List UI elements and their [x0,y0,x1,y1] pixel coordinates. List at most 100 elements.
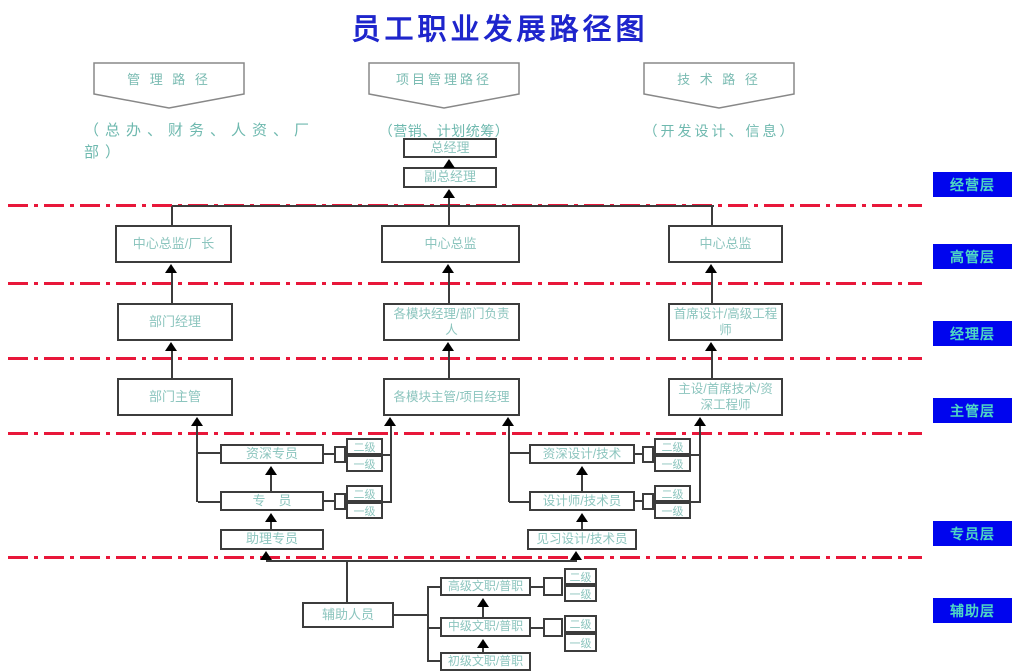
banner-project-management-path: 项目管理路径 [368,62,520,110]
connector-line [509,501,529,503]
banner-label: 项目管理路径 [395,72,492,87]
box-center-director-mid: 中心总监 [381,225,520,263]
grade-box-2: 二级 [654,438,691,455]
up-arrow [165,264,177,273]
connector-line [171,272,173,303]
up-arrow [191,417,203,426]
up-arrow [443,189,455,198]
box-junior-clerical: 初级文职/普职 [440,652,531,671]
connector-line [448,350,450,378]
grade-box-1: 一级 [346,455,383,472]
connector-line [531,627,543,629]
connector-line [711,206,713,225]
banner-sub-technical: （开发设计、信息） [643,123,797,139]
up-arrow [570,551,582,560]
connector-line [394,614,428,616]
layer-divider-3 [8,357,922,360]
up-arrow [442,264,454,273]
box-module-supervisor-project-manager: 各模块主管/项目经理 [383,378,520,416]
connector-line [581,521,583,529]
banner-label: 技 术 路 径 [677,72,761,87]
up-arrow [705,342,717,351]
banner-sub-management: （总办、财务、人资、厂部） [84,122,316,161]
connector-line [324,500,334,502]
connector-line [428,586,440,588]
grade-box-2: 二级 [346,485,383,502]
layer-label-manager: 经理层 [933,321,1012,346]
connector-line [482,648,484,652]
connector-line [266,560,577,562]
connector-line [196,425,198,502]
banner-label: 管 理 路 径 [127,72,211,87]
up-arrow [265,513,277,522]
grade-box-1: 一级 [654,455,691,472]
connector-line [171,206,173,225]
box-chief-designer-senior-engineer: 首席设计/高级工程师 [668,303,783,341]
box-senior-designer-technician: 资深设计/技术 [529,444,635,464]
connector-line [711,350,713,378]
connector-line [635,500,642,502]
grade-box-2: 二级 [654,485,691,502]
up-arrow [442,342,454,351]
box-specialist: 专 员 [220,491,324,511]
up-arrow [502,417,514,426]
connector-line [171,350,173,378]
box-lead-chief-tech-senior-engineer: 主设/首席技术/资深工程师 [668,378,783,416]
box-department-manager: 部门经理 [117,303,233,341]
box-senior-specialist: 资深专员 [220,444,324,464]
up-arrow [705,264,717,273]
layer-divider-5 [8,556,922,559]
connector-line [448,272,450,303]
connector-line [198,452,220,454]
box-auxiliary-staff: 辅助人员 [302,602,394,628]
connector-line [172,205,714,207]
grade-connector [642,446,654,463]
banner-shape-icon [93,62,245,109]
connector-line [635,453,642,455]
grade-connector [334,493,346,510]
up-arrow [165,342,177,351]
banner-technical-path: 技 术 路 径 [643,62,795,110]
connector-line [699,425,701,503]
up-arrow [477,639,489,648]
up-arrow [260,551,272,560]
connector-line [428,660,440,662]
connector-line [383,454,391,456]
connector-line [270,521,272,529]
layer-divider-2 [8,282,922,285]
layer-label-specialist: 专员层 [933,521,1012,546]
banner-shape-icon [643,62,795,109]
box-center-director-factory-head: 中心总监/厂长 [115,225,232,263]
page-title: 员工职业发展路径图 [351,14,649,46]
up-arrow [443,159,455,168]
box-department-supervisor: 部门主管 [117,378,233,416]
grade-box-2: 二级 [564,568,597,585]
box-general-manager: 总经理 [403,138,497,158]
up-arrow [477,598,489,607]
connector-line [581,474,583,491]
grade-connector [543,577,563,596]
up-arrow [576,466,588,475]
connector-line [482,607,484,617]
connector-line [383,501,391,503]
grade-connector [334,446,346,463]
grade-box-1: 一级 [564,585,597,602]
up-arrow [265,466,277,475]
connector-line [198,501,220,503]
layer-label-executive: 经营层 [933,172,1012,197]
layer-divider-4 [8,432,922,435]
connector-line [448,197,450,207]
box-assistant-specialist: 助理专员 [220,529,324,550]
connector-line [691,454,700,456]
connector-line [390,425,392,503]
grade-connector [543,618,563,637]
banner-shape-icon [368,62,520,109]
connector-line [508,425,510,502]
banner-sub-project: （营销、计划统筹） [378,123,510,139]
grade-connector [642,493,654,510]
connector-line [448,206,450,225]
up-arrow [694,417,706,426]
connector-line [711,272,713,303]
box-center-director-right: 中心总监 [668,225,783,263]
box-senior-clerical: 高级文职/普职 [440,577,531,596]
